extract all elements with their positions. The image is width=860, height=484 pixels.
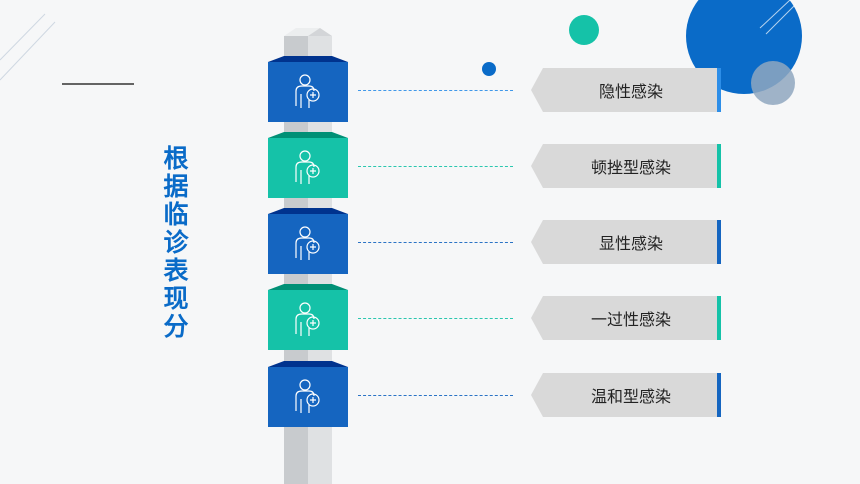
connector-line [358,395,513,396]
person-virus-icon [295,379,320,413]
connector-line [358,166,513,167]
stage-label: 隐性感染 [598,82,663,101]
stage-block-3 [268,208,348,274]
stage-label-box: 隐性感染 [531,68,721,112]
stage-block-5 [268,361,348,427]
diagonal-lines-decoration [0,13,56,81]
person-virus-icon [295,74,320,108]
teal-dot-decoration [569,15,599,45]
stage-label-box: 温和型感染 [531,373,721,417]
label-accent-bar [717,144,721,188]
grey-circle-decoration [751,61,795,105]
stage-label-box: 显性感染 [531,220,721,264]
page-title: 根据临诊表现分 [160,145,189,341]
connector-line [358,318,513,319]
label-accent-bar [717,68,721,112]
connector-line [358,242,513,243]
stage-block-4 [268,284,348,350]
stage-label-box: 顿挫型感染 [531,144,721,188]
stage-label-box: 一过性感染 [531,296,721,340]
stage-block-2 [268,132,348,198]
connector-line [358,90,513,91]
blue-dot-decoration [482,62,496,76]
person-virus-icon [295,150,320,184]
stage-label: 顿挫型感染 [590,158,671,177]
label-accent-bar [717,220,721,264]
person-virus-icon [295,302,320,336]
circle-stripes-decoration [759,0,797,35]
stage-block-1 [268,56,348,122]
stage-label: 显性感染 [598,234,663,253]
stage-label: 温和型感染 [590,387,671,406]
person-virus-icon [295,226,320,260]
label-accent-bar [717,373,721,417]
label-accent-bar [717,296,721,340]
stage-label: 一过性感染 [590,310,671,329]
